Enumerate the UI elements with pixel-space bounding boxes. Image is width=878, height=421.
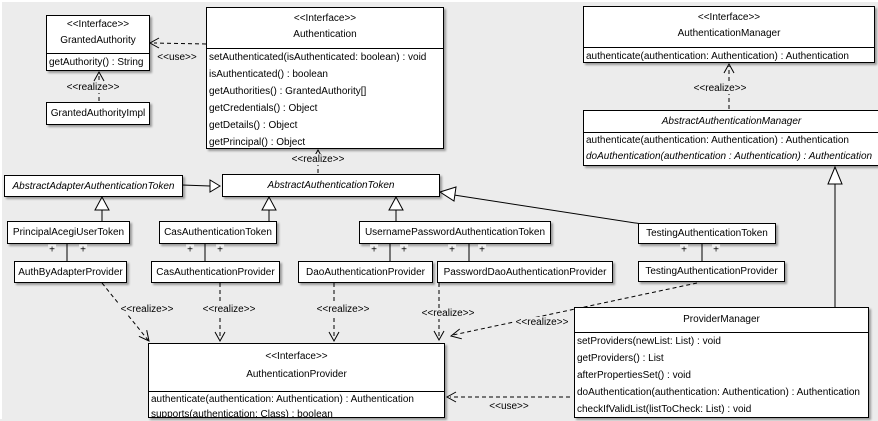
realize-label: <<realize>> [289, 154, 347, 165]
class-name: AbstractAuthenticationManager [584, 111, 878, 133]
multiplicity-plus: + [216, 244, 224, 256]
class-dao-authentication-provider: DaoAuthenticationProvider [298, 261, 433, 283]
method-row: isAuthenticated() : boolean [209, 69, 328, 80]
class-header: <<Interface>> AuthenticationManager [584, 7, 874, 48]
class-cas-authentication-token: CasAuthenticationToken [159, 221, 277, 244]
class-name: AuthenticationProvider [246, 369, 347, 380]
class-username-password-authentication-token: UsernamePasswordAuthenticationToken [359, 221, 551, 244]
method-row: authenticate(authentication: Authenticat… [151, 394, 414, 405]
class-name: PrincipalAcegiUserToken [12, 227, 125, 238]
class-granted-authority: <<Interface>> GrantedAuthority getAuthor… [46, 15, 150, 71]
class-header: <<Interface>> Authentication [207, 8, 443, 49]
realize-label: <<realize>> [691, 83, 749, 94]
multiplicity-plus: + [712, 244, 720, 256]
class-name: PasswordDaoAuthenticationProvider [443, 266, 607, 278]
multiplicity-plus: + [370, 244, 378, 256]
class-name: CasAuthenticationProvider [156, 266, 275, 278]
edge-gen-testingtoken [438, 186, 643, 225]
class-name: UsernamePasswordAuthenticationToken [364, 227, 546, 238]
class-cas-authentication-provider: CasAuthenticationProvider [151, 261, 280, 283]
class-name: AbstractAdapterAuthenticationToken [12, 180, 175, 192]
class-name: AbstractAuthenticationToken [267, 180, 395, 191]
edge-gen-providermanager-abstractmanager [827, 165, 843, 307]
class-name: AuthByAdapterProvider [18, 266, 123, 278]
realize-label: <<realize>> [200, 304, 258, 315]
method-row: setAuthenticated(isAuthenticated: boolea… [209, 52, 427, 63]
class-password-dao-authentication-provider: PasswordDaoAuthenticationProvider [437, 261, 613, 283]
class-granted-authority-impl: GrantedAuthorityImpl [46, 102, 150, 125]
method-row: getAuthorities() : GrantedAuthority[] [209, 86, 367, 97]
multiplicity-plus: + [400, 244, 408, 256]
multiplicity-plus: + [48, 244, 56, 256]
method-row: getDetails() : Object [209, 120, 298, 131]
class-header: <<Interface>> GrantedAuthority [47, 16, 149, 54]
realize-label: <<realize>> [118, 304, 176, 315]
edge-gen-usernametoken [388, 195, 404, 221]
realize-label: <<realize>> [513, 317, 571, 328]
class-abstract-authentication-manager: AbstractAuthenticationManager authentica… [583, 110, 878, 166]
edge-gen-adaptertoken-abstracttoken [181, 179, 221, 193]
class-name: DaoAuthenticationProvider [306, 266, 425, 278]
class-name: AuthenticationManager [677, 28, 781, 39]
class-provider-manager: ProviderManager setProviders(newList: Li… [574, 307, 869, 418]
method-row: authenticate(authentication: Authenticat… [586, 135, 849, 146]
method-row: getCredentials() : Object [209, 103, 318, 114]
edge-use-providermanager-authenticationprovider [445, 391, 570, 403]
edge-use-authentication-to-grantedauthority [148, 37, 207, 49]
method-row: supports(authentication: Class) : boolea… [151, 409, 333, 418]
use-label: <<use>> [487, 401, 531, 412]
edge-gen-principaltoken [94, 195, 110, 221]
realize-label: <<realize>> [64, 82, 122, 93]
stereotype-label: <<Interface>> [293, 13, 357, 24]
edge-realize-passworddaoprovider [433, 283, 445, 342]
realize-label: <<realize>> [419, 308, 477, 319]
method-row: getProviders() : List [577, 353, 664, 364]
multiplicity-plus: + [478, 244, 486, 256]
class-name: TestingAuthenticationProvider [645, 266, 778, 277]
edge-realize-testingprovider [449, 282, 698, 340]
class-name: GrantedAuthorityImpl [50, 108, 146, 119]
method-row: getAuthority() : String [49, 57, 144, 68]
class-testing-authentication-token: TestingAuthenticationToken [638, 223, 776, 244]
method-row: afterPropertiesSet() : void [577, 370, 691, 381]
multiplicity-plus: + [79, 244, 87, 256]
method-row: doAuthentication(authentication: Authent… [577, 387, 860, 398]
class-abstract-adapter-authentication-token: AbstractAdapterAuthenticationToken [4, 175, 183, 197]
multiplicity-plus: + [448, 244, 456, 256]
method-row-abstract: doAuthentication(authentication : Authen… [586, 151, 873, 162]
class-authentication: <<Interface>> Authentication setAuthenti… [206, 7, 444, 149]
class-authentication-manager: <<Interface>> AuthenticationManager auth… [583, 6, 875, 63]
class-name: TestingAuthenticationToken [646, 228, 768, 239]
class-name: CasAuthenticationToken [164, 227, 272, 238]
class-testing-authentication-provider: TestingAuthenticationProvider [638, 261, 785, 282]
edge-realize-grantedauthorityimpl [93, 70, 105, 101]
class-abstract-authentication-token: AbstractAuthenticationToken [222, 174, 440, 197]
class-principal-acegi-user-token: PrincipalAcegiUserToken [7, 221, 130, 244]
method-row: checkIfValidList(listToCheck: List) : vo… [577, 404, 752, 415]
class-header: <<Interface>> AuthenticationProvider [149, 344, 444, 392]
class-name: Authentication [293, 29, 357, 40]
stereotype-label: <<Interface>> [66, 19, 130, 30]
edge-gen-castoken [261, 195, 277, 221]
method-row: getPrincipal() : Object [209, 137, 306, 148]
multiplicity-plus: + [680, 244, 688, 256]
method-row: authenticate(authentication: Authenticat… [586, 51, 849, 62]
stereotype-label: <<Interface>> [265, 351, 328, 362]
realize-label: <<realize>> [314, 304, 372, 315]
stereotype-label: <<Interface>> [697, 12, 761, 23]
multiplicity-plus: + [186, 244, 194, 256]
class-name: ProviderManager [575, 308, 868, 333]
class-auth-by-adapter-provider: AuthByAdapterProvider [14, 261, 127, 283]
method-row: setProviders(newList: List) : void [577, 336, 721, 347]
use-label: <<use>> [155, 52, 199, 63]
class-authentication-provider: <<Interface>> AuthenticationProvider aut… [148, 343, 445, 418]
class-name: GrantedAuthority [60, 35, 136, 46]
